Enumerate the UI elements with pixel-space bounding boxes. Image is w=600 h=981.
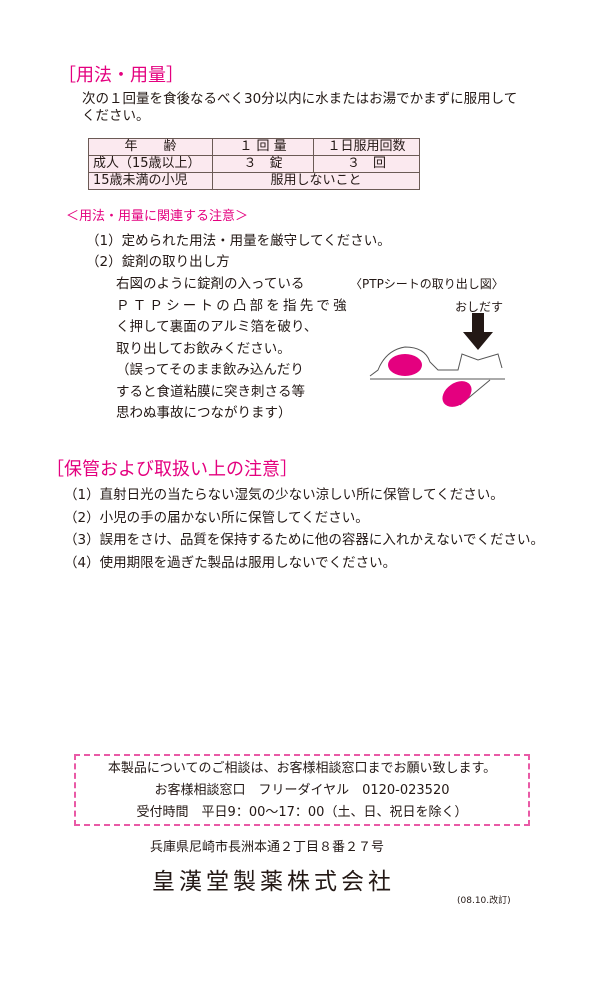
table-header-row: 年 齢 １ 回 量 １日服用回数 (88, 138, 420, 156)
table-row: 15歳未満の小児 服用しないこと (88, 172, 420, 190)
table-cell: 成人（15歳以上） (88, 155, 213, 173)
company-name: 皇漢堂製薬株式会社 (152, 869, 395, 895)
storage-item: （3）誤用をさけ、品質を保持するために他の容器に入れかえないでください。 (64, 532, 545, 549)
note-line: すると食道粘膜に突き刺さる等 (116, 383, 305, 400)
note-1: （1）定められた用法・用量を厳守してください。 (86, 233, 391, 249)
table-header: １ 回 量 (212, 138, 314, 156)
note-2: （2）錠剤の取り出し方 (86, 254, 230, 270)
usage-intro-line-1: 次の１回量を食後なるべく30分以内に水またはお湯でかまずに服用して (82, 91, 518, 107)
address: 兵庫県尼崎市長洲本通２丁目８番２７号 (150, 840, 385, 855)
note-line: 取り出してお飲みください。 (116, 340, 291, 357)
diagram-caption: 〈PTPシートの取り出し図〉 (350, 277, 504, 291)
note-line: 右図のように錠剤の入っている (116, 276, 305, 292)
note-line: ＰＴＰシートの凸部を指先で強 (116, 297, 350, 314)
tablet (442, 381, 472, 407)
note-line: く押して裏面のアルミ箔を破り、 (116, 319, 318, 335)
tablet (388, 354, 422, 376)
usage-heading: ［用法・用量］ (58, 65, 184, 86)
storage-heading: ［保管および取扱い上の注意］ (46, 459, 298, 480)
down-arrow-icon (463, 313, 493, 350)
table-row: 成人（15歳以上） ３ 錠 ３ 回 (88, 155, 420, 173)
table-cell: 服用しないこと (212, 172, 420, 190)
table-cell: 15歳未満の小児 (88, 172, 213, 190)
table-cell: ３ 錠 (212, 155, 314, 173)
note-line: （誤ってそのまま飲み込んだり (116, 362, 304, 378)
contact-box: 本製品についてのご相談は、お客様相談窓口までお願い致します。 お客様相談窓口 フ… (74, 754, 530, 826)
usage-intro-line-2: ください。 (82, 108, 150, 124)
revision-date: (08.10.改訂) (457, 896, 511, 906)
storage-item: （4）使用期限を過ぎた製品は服用しないでください。 (64, 555, 397, 572)
table-cell: ３ 回 (313, 155, 420, 173)
ptp-diagram (369, 313, 505, 407)
notes-heading: ＜用法・用量に関連する注意＞ (66, 209, 249, 224)
storage-list: （1）直射日光の当たらない湿気の少ない涼しい所に保管してください。 （2）小児の… (64, 484, 544, 575)
dosage-table: 年 齢 １ 回 量 １日服用回数 成人（15歳以上） ３ 錠 ３ 回 15歳未満… (88, 138, 420, 190)
table-header: 年 齢 (88, 138, 213, 156)
table-header: １日服用回数 (313, 138, 420, 156)
push-label: おしだす (455, 300, 504, 314)
storage-item: （1）直射日光の当たらない湿気の少ない涼しい所に保管してください。 (64, 487, 504, 503)
note-line: 思わぬ事故につながります） (116, 405, 292, 421)
note-2-body: 右図のように錠剤の入っている ＰＴＰシートの凸部を指先で強 く押して裏面のアルミ… (116, 274, 350, 425)
storage-item: （2）小児の手の届かない所に保管してください。 (64, 509, 369, 526)
contact-hours: 受付時間 平日9：00～17：00（土、日、祝日を除く） (136, 805, 468, 820)
contact-phone: お客様相談窓口 フリーダイヤル 0120-023520 (154, 783, 450, 798)
contact-line: 本製品についてのご相談は、お客様相談窓口までお願い致します。 (107, 761, 497, 776)
